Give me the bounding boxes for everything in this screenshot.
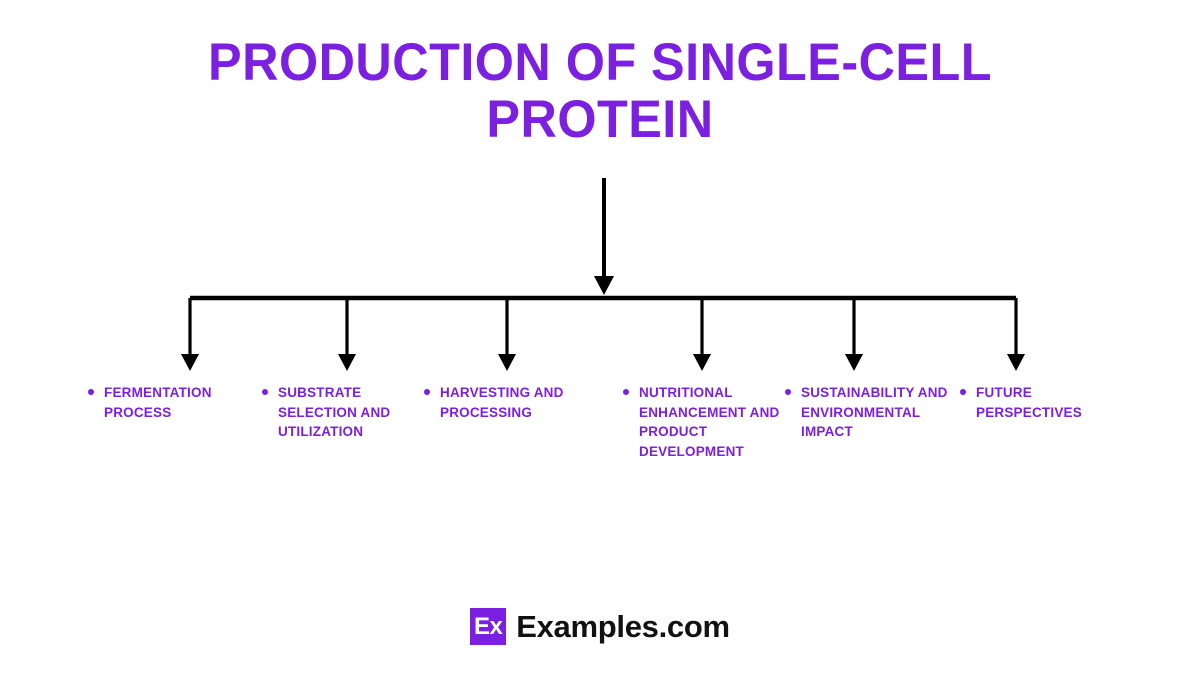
branch-item-harvesting-processing[interactable]: Harvesting and Processing (424, 383, 623, 422)
branch-label-substrate-selection: Substrate Selection and Utilization (278, 385, 391, 439)
branch-item-nutritional-enhancement[interactable]: Nutritional Enhancement and Product Deve… (623, 383, 785, 461)
branch-label-fermentation-process: Fermentation Process (104, 385, 212, 420)
branch-item-substrate-selection[interactable]: Substrate Selection and Utilization (262, 383, 424, 442)
branch-label-future-perspectives: Future Perspectives (976, 385, 1082, 420)
bullet-icon (960, 389, 966, 395)
branch-label-row: Fermentation Process Substrate Selection… (88, 383, 1128, 461)
branch-label-harvesting-processing: Harvesting and Processing (440, 385, 564, 420)
footer-branding: Ex Examples.com (0, 608, 1200, 645)
main-arrow (594, 178, 614, 295)
bullet-icon (424, 389, 430, 395)
bullet-icon (623, 389, 629, 395)
page-title: PRODUCTION OF SINGLE-CELL PROTEIN (208, 33, 992, 149)
branch-arrow-substrate-selection (338, 298, 356, 371)
branch-item-sustainability-impact[interactable]: Sustainability and Environmental Impact (785, 383, 960, 442)
bullet-icon (262, 389, 268, 395)
branch-arrow-nutritional-enhancement (693, 298, 711, 371)
examples-logo-mark: Ex (470, 608, 507, 645)
examples-logo-text: Examples.com (516, 609, 730, 644)
branch-label-sustainability-impact: Sustainability and Environmental Impact (801, 385, 948, 439)
branch-arrow-sustainability-impact (845, 298, 863, 371)
branch-arrow-fermentation-process (181, 298, 199, 371)
branch-item-future-perspectives[interactable]: Future Perspectives (960, 383, 1128, 422)
branch-item-fermentation-process[interactable]: Fermentation Process (88, 383, 262, 422)
bullet-icon (88, 389, 94, 395)
branch-arrow-future-perspectives (1007, 298, 1025, 371)
bullet-icon (785, 389, 791, 395)
branch-label-nutritional-enhancement: Nutritional Enhancement and Product Deve… (639, 385, 780, 459)
branch-arrow-harvesting-processing (498, 298, 516, 371)
